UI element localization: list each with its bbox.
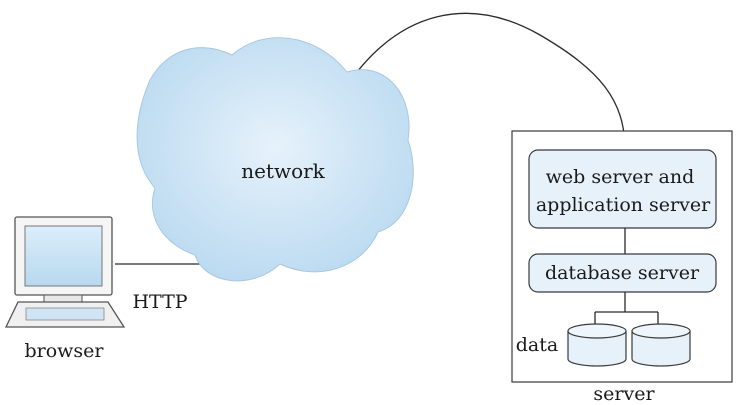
web-application-server-box xyxy=(528,149,717,229)
web-server-label: web server and application server xyxy=(536,166,711,216)
web-server-line-1: web server and xyxy=(546,166,695,188)
server-label: server xyxy=(593,383,655,405)
keyboard-keys xyxy=(25,307,105,321)
network-cloud xyxy=(136,37,414,282)
disk-2 xyxy=(631,323,691,367)
database-server-box xyxy=(528,253,717,293)
data-label: data xyxy=(516,334,558,356)
database-server-label: database server xyxy=(545,262,700,284)
network-label: network xyxy=(241,159,325,183)
http-label: HTTP xyxy=(132,291,187,313)
web-server-line-2: application server xyxy=(536,194,711,216)
network-server-connection xyxy=(347,12,626,151)
disk-1 xyxy=(567,323,627,367)
monitor-screen xyxy=(24,225,103,287)
monitor-stand xyxy=(43,294,83,303)
computer-icon xyxy=(4,216,126,328)
browser-label: browser xyxy=(24,340,104,362)
